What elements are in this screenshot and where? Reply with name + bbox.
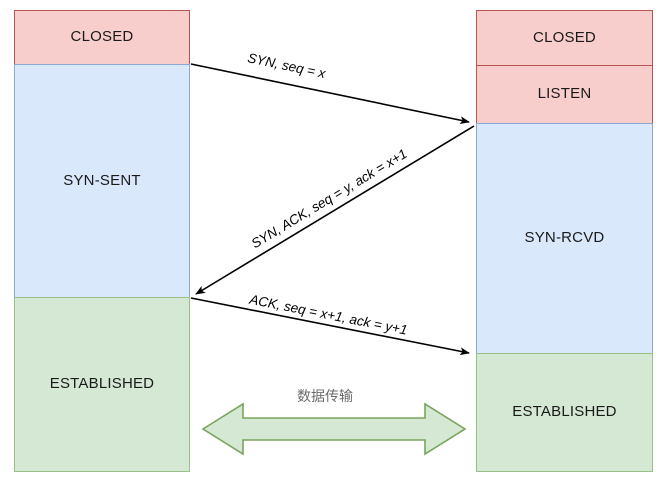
arrow-ack <box>190 297 470 356</box>
client-state-syn-sent: SYN-SENT <box>14 64 190 298</box>
arrow-syn-ack <box>195 125 475 295</box>
client-state-closed: CLOSED <box>14 10 190 65</box>
data-transfer-label: 数据传输 <box>297 389 353 405</box>
client-state-established: ESTABLISHED <box>14 297 190 472</box>
server-state-listen: LISTEN <box>476 65 653 124</box>
server-state-listen-label: LISTEN <box>537 85 592 103</box>
server-state-closed-label: CLOSED <box>533 28 596 46</box>
server-state-syn-rcvd-label: SYN-RCVD <box>524 229 605 247</box>
client-state-established-label: ESTABLISHED <box>49 375 155 393</box>
client-state-syn-sent-label: SYN-SENT <box>63 171 141 189</box>
data-transfer-arrow <box>201 402 467 456</box>
server-state-syn-rcvd: SYN-RCVD <box>476 123 653 354</box>
server-state-established-label: ESTABLISHED <box>512 403 617 421</box>
client-state-closed-label: CLOSED <box>70 28 134 46</box>
server-state-established: ESTABLISHED <box>476 353 653 472</box>
arrow-syn <box>190 63 470 125</box>
